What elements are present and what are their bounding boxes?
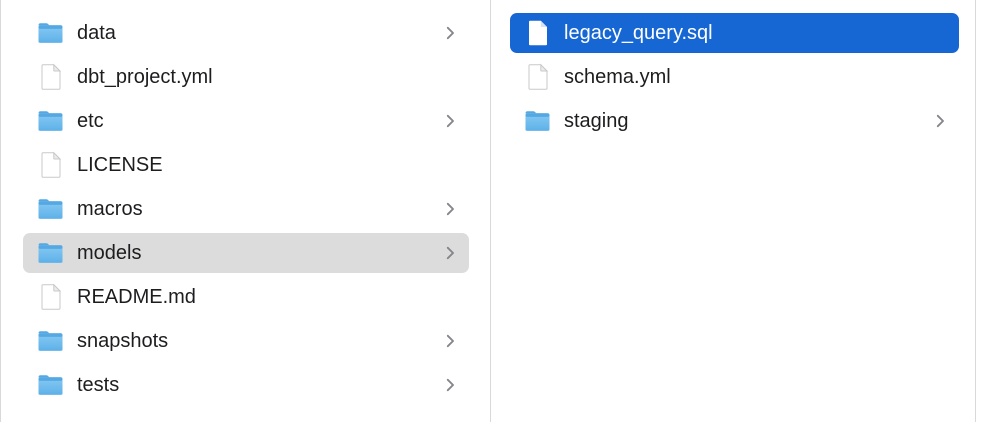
item-label: data xyxy=(77,21,116,44)
chevron-right-icon xyxy=(936,114,944,128)
document-icon-box xyxy=(37,283,64,311)
chevron-right-icon-box xyxy=(446,26,455,40)
file-row-schema-yml[interactable]: schema.yml xyxy=(510,57,959,97)
folder-row-tests[interactable]: tests xyxy=(23,365,469,405)
folder-icon-box xyxy=(524,110,551,132)
file-row-legacy-query-sql[interactable]: legacy_query.sql xyxy=(510,13,959,53)
chevron-right-icon-box xyxy=(446,202,455,216)
item-label: README.md xyxy=(77,285,196,308)
item-label: macros xyxy=(77,197,143,220)
item-label: models xyxy=(77,241,142,264)
file-row-dbt-project-yml[interactable]: dbt_project.yml xyxy=(23,57,469,97)
folder-icon-box xyxy=(37,242,64,264)
chevron-right-icon-box xyxy=(936,114,945,128)
folder-icon xyxy=(38,243,63,263)
item-label: tests xyxy=(77,373,120,396)
folder-icon xyxy=(38,199,63,219)
document-icon-box xyxy=(524,63,551,91)
item-label: staging xyxy=(564,109,629,132)
item-label: snapshots xyxy=(77,329,169,352)
document-icon xyxy=(41,151,61,178)
item-label: etc xyxy=(77,109,104,132)
chevron-right-icon-box xyxy=(446,114,455,128)
chevron-right-icon xyxy=(446,202,454,216)
folder-icon-box xyxy=(37,330,64,352)
finder-column-right: legacy_query.sql schema.yml staging xyxy=(491,0,976,422)
folder-icon-box xyxy=(37,374,64,396)
folder-icon xyxy=(38,331,63,351)
folder-row-models[interactable]: models xyxy=(23,233,469,273)
document-icon xyxy=(528,63,548,90)
chevron-right-icon xyxy=(446,378,454,392)
chevron-right-icon xyxy=(446,334,454,348)
folder-icon xyxy=(525,111,550,131)
folder-row-snapshots[interactable]: snapshots xyxy=(23,321,469,361)
chevron-right-icon-box xyxy=(446,378,455,392)
item-label: schema.yml xyxy=(564,65,671,88)
folder-icon xyxy=(38,375,63,395)
folder-icon xyxy=(38,111,63,131)
chevron-right-icon-box xyxy=(446,246,455,260)
chevron-right-icon xyxy=(446,26,454,40)
chevron-right-icon-box xyxy=(446,334,455,348)
document-icon xyxy=(41,63,61,90)
item-label: LICENSE xyxy=(77,153,163,176)
folder-row-macros[interactable]: macros xyxy=(23,189,469,229)
folder-row-data[interactable]: data xyxy=(23,13,469,53)
folder-icon-box xyxy=(37,198,64,220)
folder-icon-box xyxy=(37,22,64,44)
folder-row-staging[interactable]: staging xyxy=(510,101,959,141)
folder-row-etc[interactable]: etc xyxy=(23,101,469,141)
item-label: legacy_query.sql xyxy=(564,21,713,44)
document-icon-box xyxy=(524,19,551,47)
folder-icon-box xyxy=(37,110,64,132)
document-icon-box xyxy=(37,151,64,179)
file-row-license[interactable]: LICENSE xyxy=(23,145,469,185)
file-row-readme-md[interactable]: README.md xyxy=(23,277,469,317)
folder-icon xyxy=(38,23,63,43)
item-label: dbt_project.yml xyxy=(77,65,213,88)
chevron-right-icon xyxy=(446,246,454,260)
chevron-right-icon xyxy=(446,114,454,128)
document-icon xyxy=(41,283,61,310)
document-icon-box xyxy=(37,63,64,91)
document-icon xyxy=(528,20,547,46)
